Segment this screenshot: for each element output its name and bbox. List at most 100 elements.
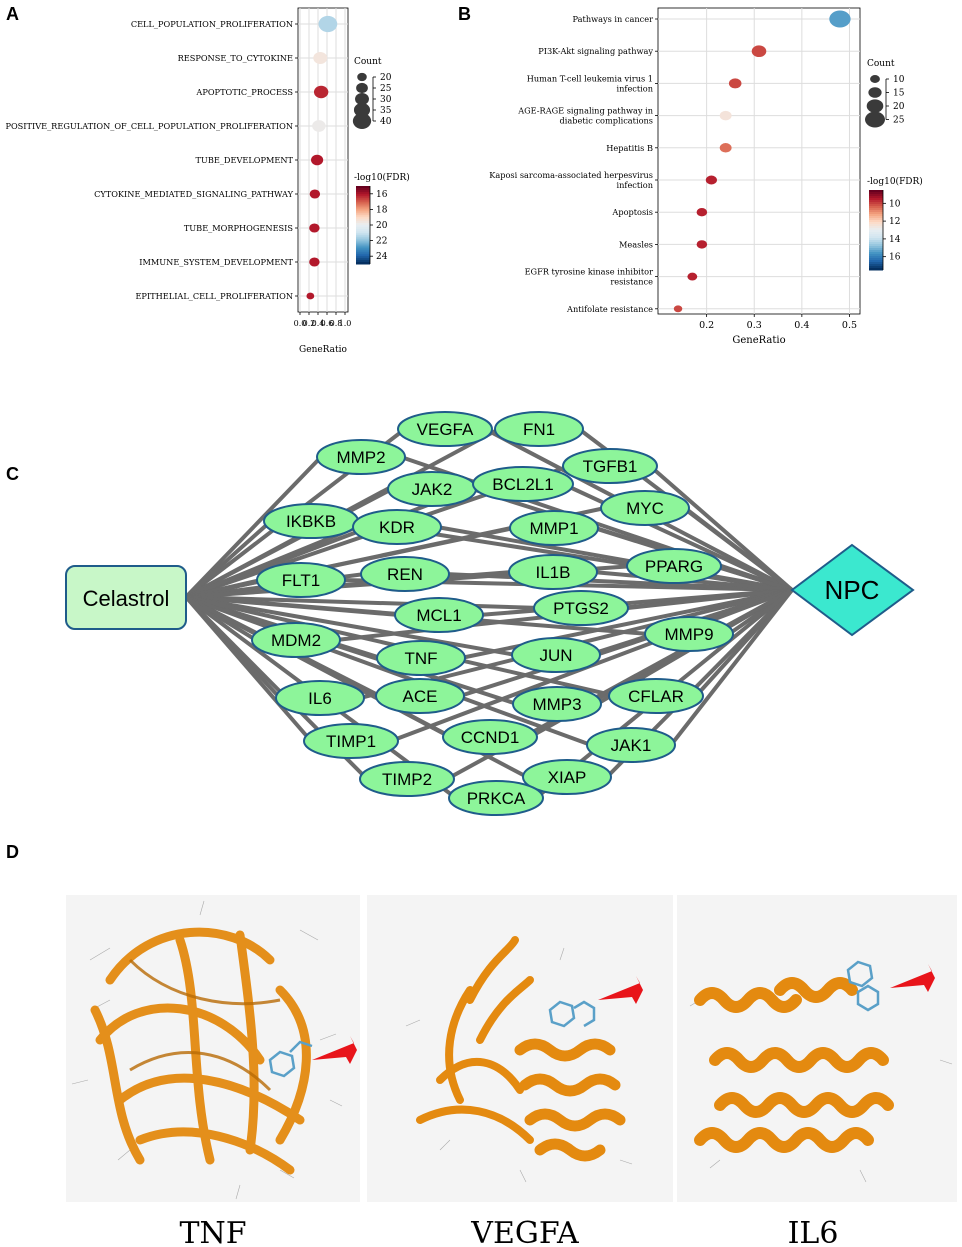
edge-jak1-npc — [669, 588, 794, 747]
color-legend-swatch — [356, 197, 370, 201]
color-legend-swatch — [869, 202, 883, 205]
color-legend-swatch — [869, 200, 883, 203]
category-label: Pathways in cancer — [573, 14, 654, 24]
color-legend-swatch — [356, 244, 370, 247]
size-legend-dot — [865, 111, 885, 128]
network-node-ren — [360, 556, 450, 592]
x-tick-label: 0.2 — [303, 319, 316, 328]
category-label: EPITHELIAL_CELL_PROLIFERATION — [135, 291, 293, 301]
color-legend-swatch — [356, 240, 370, 244]
color-legend-swatch — [869, 242, 883, 245]
network-node-il6 — [275, 680, 365, 716]
data-point — [751, 45, 767, 58]
color-legend-swatch — [356, 254, 370, 257]
category-label: POSITIVE_REGULATION_OF_CELL_POPULATION_P… — [5, 121, 293, 131]
size-legend-label: 40 — [380, 117, 392, 127]
color-legend-swatch — [356, 221, 370, 224]
color-legend-swatch — [869, 246, 883, 249]
color-legend-swatch — [869, 234, 883, 237]
edge-ace-npc — [459, 588, 793, 698]
size-legend-label: 25 — [893, 116, 905, 126]
network-node-label: TNF — [404, 649, 437, 668]
color-legend-swatch — [356, 195, 370, 199]
size-legend-dot — [352, 113, 372, 129]
size-legend-label: 20 — [380, 73, 392, 83]
network-node-label: JUN — [539, 646, 572, 665]
network-node-mmp9 — [644, 616, 734, 652]
color-legend-swatch — [356, 236, 370, 240]
color-legend-swatch — [356, 250, 370, 253]
network-node-ace — [375, 678, 465, 714]
category-label: Human T-cell leukemia virus 1 — [527, 73, 653, 83]
npc-label: NPC — [825, 575, 880, 605]
network-node-label: JAK1 — [611, 736, 652, 755]
color-legend-swatch — [869, 210, 883, 213]
x-tick-label: 0.4 — [794, 320, 809, 331]
il6-label: IL6 — [788, 1216, 839, 1247]
category-label: TUBE_DEVELOPMENT — [195, 155, 293, 165]
color-legend-swatch — [869, 192, 883, 195]
network-node-label: PTGS2 — [553, 599, 609, 618]
network-node-cflar — [608, 678, 704, 714]
size-legend-label: 30 — [380, 95, 392, 105]
category-label: infection — [617, 83, 654, 93]
color-legend-swatch — [356, 246, 370, 249]
color-legend-swatch — [869, 214, 883, 217]
il6-binding-arrow — [890, 964, 935, 992]
color-legend-label: 16 — [376, 190, 388, 200]
edge-celastrol-jun — [185, 595, 517, 657]
panel-a-dot-plot: CELL_POPULATION_PROLIFERATIONRESPONSE_TO… — [5, 7, 410, 355]
color-legend-label: 20 — [376, 221, 388, 231]
edge-celastrol-mmp3 — [185, 595, 518, 706]
data-point — [311, 154, 324, 166]
color-legend-swatch — [356, 187, 370, 191]
color-legend-swatch — [869, 232, 883, 235]
color-legend-swatch — [869, 224, 883, 227]
network-node-label: ACE — [403, 687, 438, 706]
network-node-kdr — [352, 509, 442, 545]
network-node-jun — [511, 637, 601, 673]
network-node-label: TIMP2 — [382, 770, 432, 789]
il6-ligand — [846, 960, 880, 1012]
data-point — [313, 85, 329, 99]
color-legend-swatch — [869, 190, 883, 193]
il6-protein-ribbon — [689, 960, 953, 1183]
tnf-binding-arrow — [312, 1036, 357, 1064]
category-label: Apoptosis — [611, 207, 653, 217]
color-legend-swatch — [356, 217, 370, 220]
category-label: EGFR tyrosine kinase inhibitor — [525, 267, 654, 277]
category-label: TUBE_MORPHOGENESIS — [184, 223, 294, 233]
network-node-tnf — [376, 640, 466, 676]
npc-node — [790, 543, 915, 637]
network-node-mmp2 — [316, 439, 406, 475]
color-legend-label: 18 — [376, 205, 388, 215]
data-point — [687, 272, 698, 281]
panel-b-x-axis-label: GeneRatio — [732, 335, 785, 346]
color-legend-swatch — [869, 228, 883, 231]
color-legend-swatch — [356, 209, 370, 212]
color-legend-swatch — [869, 266, 883, 269]
x-tick-label: 0.2 — [699, 320, 714, 331]
color-legend-swatch — [356, 228, 370, 232]
network-node-tgfb1 — [562, 448, 658, 484]
category-label: AGE-RAGE signaling pathway in — [517, 106, 654, 116]
category-label: infection — [617, 180, 654, 190]
network-node-prkca — [448, 780, 544, 816]
color-legend-label: 24 — [376, 252, 388, 262]
network-node-label: FLT1 — [282, 571, 320, 590]
color-legend-swatch — [869, 222, 883, 225]
panel-letter-b: B — [458, 4, 471, 24]
color-legend-swatch — [869, 250, 883, 253]
color-legend-swatch — [356, 215, 370, 218]
network-node-vegfa — [397, 411, 493, 447]
color-legend-swatch — [356, 219, 370, 222]
color-legend-swatch — [869, 204, 883, 207]
data-point — [309, 189, 321, 199]
color-legend-swatch — [356, 252, 370, 255]
panel-d-docking: TNF VEGFA IL6 — [66, 895, 957, 1247]
color-legend-swatch — [356, 225, 370, 228]
tnf-label: TNF — [179, 1216, 246, 1247]
color-legend-swatch — [869, 240, 883, 243]
color-legend-swatch — [356, 191, 370, 195]
color-legend-swatch — [869, 216, 883, 219]
